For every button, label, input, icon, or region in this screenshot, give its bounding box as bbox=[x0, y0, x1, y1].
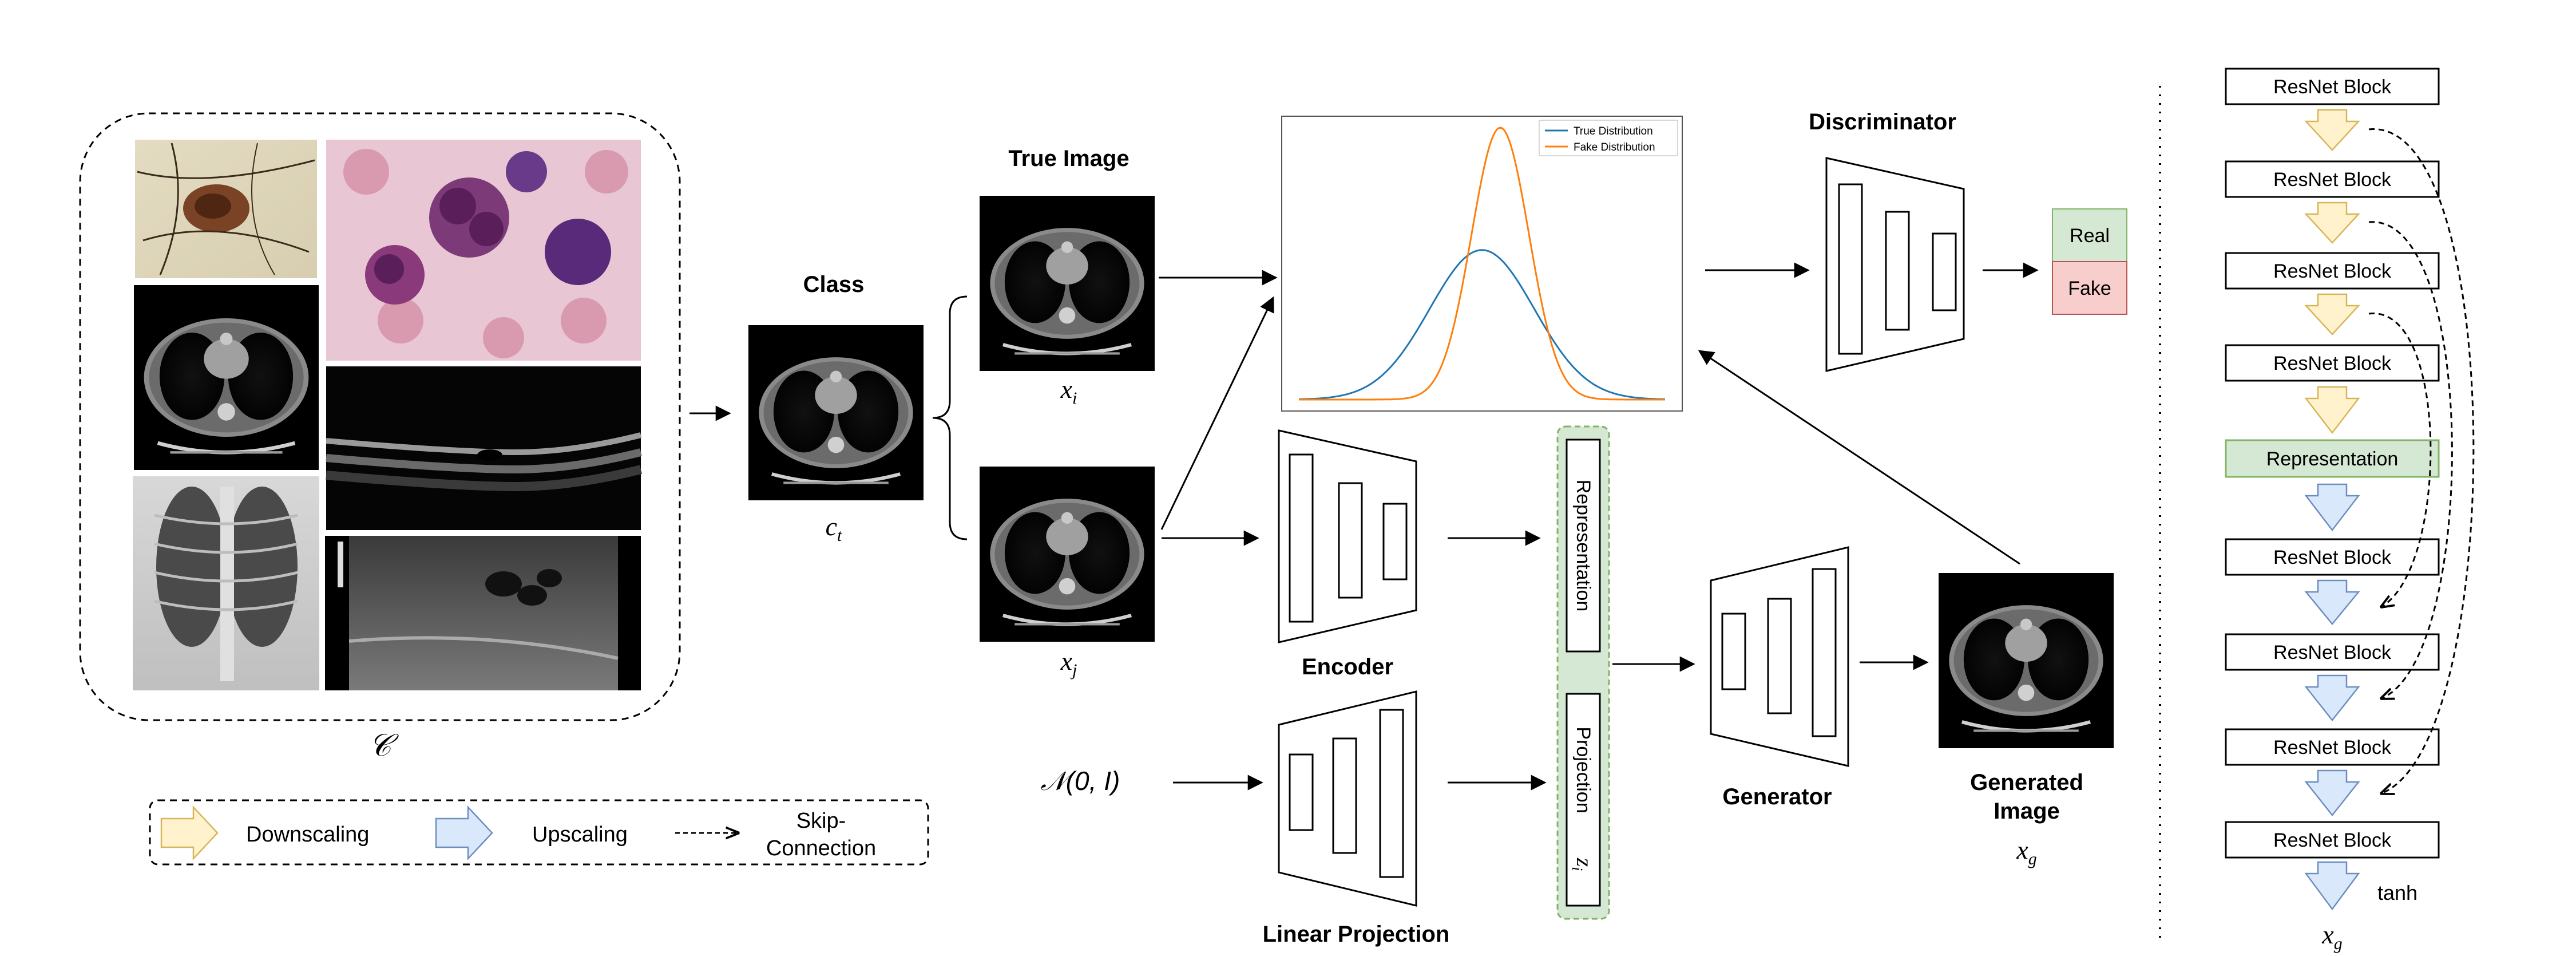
xg-label: xg bbox=[2016, 835, 2036, 868]
representation-block bbox=[2225, 439, 2440, 478]
resnet-block-up-1-label: ResNet Block bbox=[2273, 547, 2392, 568]
plot-frame bbox=[1281, 116, 1683, 412]
class-ct-image bbox=[748, 325, 924, 500]
xi-label: xi bbox=[1060, 374, 1077, 408]
discriminator-block: Discriminator bbox=[1809, 109, 1965, 372]
generated-image-block: Generated Image xg bbox=[1939, 573, 2114, 868]
dataset-group: 𝒞 bbox=[79, 112, 681, 763]
resnet-block-down-2-label: ResNet Block bbox=[2273, 169, 2392, 191]
tanh-label: tanh bbox=[2377, 881, 2418, 904]
ct-scan-image bbox=[133, 284, 320, 471]
oct-scan-image bbox=[326, 366, 642, 530]
plot-legend: True Distribution Fake Distribution bbox=[1539, 120, 1678, 156]
ultrasound-image bbox=[325, 536, 641, 690]
unet-output-label: xg bbox=[2321, 920, 2342, 953]
generated-title-line1: Generated bbox=[1970, 770, 2083, 795]
brace bbox=[932, 295, 968, 540]
down-arrow-3 bbox=[2304, 293, 2360, 335]
encoder-title: Encoder bbox=[1302, 654, 1393, 680]
class-variable: ct bbox=[826, 512, 842, 545]
legend-dashed-border bbox=[149, 799, 929, 866]
xj-label: xj bbox=[1060, 646, 1077, 680]
resnet-block-down-1-label: ResNet Block bbox=[2273, 76, 2392, 98]
resnet-block-down-4-label: ResNet Block bbox=[2273, 353, 2392, 374]
resnet-block-up-4 bbox=[2225, 821, 2440, 859]
true-image-xj bbox=[980, 467, 1155, 642]
upscaling-label: Upscaling bbox=[532, 823, 628, 847]
resnet-block-down-1 bbox=[2225, 68, 2440, 105]
down-arrow-2 bbox=[2304, 202, 2360, 244]
up-arrow-5 bbox=[2304, 861, 2360, 911]
resnet-block-up-1 bbox=[2225, 538, 2440, 576]
latent-block: Representation Projection zi bbox=[1556, 425, 1610, 920]
resnet-block-down-3-label: ResNet Block bbox=[2273, 260, 2392, 282]
skip-label-line1: Skip- bbox=[796, 809, 846, 833]
true-image-title: True Image bbox=[1008, 146, 1129, 171]
dataset-dashed-border bbox=[79, 112, 681, 721]
up-arrow-1 bbox=[2304, 483, 2360, 532]
up-arrow-3 bbox=[2304, 674, 2360, 722]
skip-connection-2 bbox=[2368, 221, 2453, 698]
downscale-arrow-icon bbox=[160, 805, 219, 861]
fake-box bbox=[2052, 261, 2127, 315]
upscale-arrow-icon bbox=[435, 805, 493, 861]
real-label: Real bbox=[2070, 225, 2110, 247]
skip-connection-3 bbox=[2368, 313, 2432, 607]
down-arrow-1 bbox=[2304, 109, 2360, 151]
fake-distribution-curve bbox=[1299, 127, 1665, 401]
generated-title-line2: Image bbox=[1994, 799, 2060, 824]
legend-fake-label: Fake Distribution bbox=[1574, 141, 1655, 153]
linear-projection-title: Linear Projection bbox=[1263, 922, 1450, 947]
skip-label-line2: Connection bbox=[766, 836, 876, 860]
up-arrow-4 bbox=[2304, 769, 2360, 817]
true-distribution-curve bbox=[1299, 249, 1665, 400]
real-fake-output: Real Fake bbox=[2052, 208, 2127, 315]
class-title: Class bbox=[803, 272, 865, 297]
projection-box bbox=[1566, 693, 1601, 907]
blood-smear-image bbox=[326, 140, 641, 361]
skin-lesion-image bbox=[135, 140, 317, 278]
unet-panel: ResNet Block ResNet Block ResNet Block R… bbox=[2225, 68, 2475, 953]
generator-block: Generator bbox=[1710, 546, 1849, 809]
representation-label: Representation bbox=[1572, 480, 1594, 612]
down-arrow-4 bbox=[2304, 386, 2360, 434]
encoder-block: Encoder bbox=[1278, 429, 1417, 680]
legend-true-label: True Distribution bbox=[1574, 125, 1653, 137]
resnet-block-down-2 bbox=[2225, 160, 2440, 198]
generator-title: Generator bbox=[1722, 784, 1832, 809]
skip-connection-1 bbox=[2368, 128, 2475, 793]
representation-box bbox=[1566, 439, 1601, 653]
resnet-block-up-3 bbox=[2225, 728, 2440, 766]
true-image-block: True Image xi xj bbox=[980, 146, 1155, 680]
chest-xray-image bbox=[133, 476, 319, 690]
resnet-block-up-4-label: ResNet Block bbox=[2273, 829, 2392, 851]
class-block: Class ct bbox=[748, 272, 924, 545]
noise-label: 𝒩(0, I) bbox=[1041, 766, 1120, 796]
resnet-block-up-2 bbox=[2225, 633, 2440, 671]
generated-ct-image bbox=[1939, 573, 2114, 748]
up-arrow-2 bbox=[2304, 579, 2360, 625]
representation-block-label: Representation bbox=[2266, 448, 2399, 470]
arrow-xj-to-plot bbox=[1160, 296, 1274, 530]
resnet-block-down-4 bbox=[2225, 344, 2440, 382]
projection-label: Projection bbox=[1572, 726, 1594, 813]
true-image-xi bbox=[980, 196, 1155, 371]
downscaling-label: Downscaling bbox=[246, 823, 369, 847]
discriminator-title: Discriminator bbox=[1809, 109, 1956, 135]
real-box bbox=[2052, 208, 2127, 262]
arrow-legend: Downscaling Upscaling Skip- Connection bbox=[149, 799, 929, 866]
zi-label: zi bbox=[1569, 858, 1598, 871]
dataset-label: 𝒞 bbox=[368, 728, 399, 763]
resnet-block-down-3 bbox=[2225, 252, 2440, 290]
fake-label: Fake bbox=[2068, 278, 2111, 299]
resnet-block-up-2-label: ResNet Block bbox=[2273, 642, 2392, 663]
distribution-plot: True Distribution Fake Distribution bbox=[1281, 116, 1683, 412]
arrow-generated-to-plot bbox=[1698, 350, 2020, 565]
linear-projection-block: Linear Projection bbox=[1263, 690, 1450, 947]
resnet-block-up-3-label: ResNet Block bbox=[2273, 737, 2392, 759]
